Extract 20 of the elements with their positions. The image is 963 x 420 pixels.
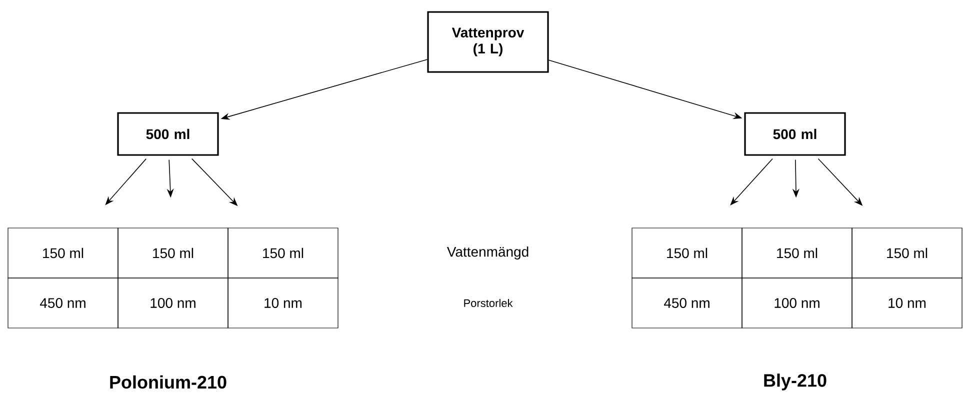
table-title: Bly-210 <box>764 374 826 390</box>
table-title: Polonium-210 <box>110 375 226 389</box>
row-label: Vattenmängd <box>446 246 528 260</box>
table-cell: 10 nm <box>852 278 962 328</box>
table-cell: 150 ml <box>742 228 852 278</box>
table-cell: 450 nm <box>632 278 742 328</box>
arrow <box>730 158 773 206</box>
sample-box: 500 ml <box>117 112 219 156</box>
table-cell: 150 ml <box>118 228 228 278</box>
table-cell: 150 ml <box>632 228 742 278</box>
table-cell: 150 ml <box>8 228 118 278</box>
sample-box: 500 ml <box>744 112 846 156</box>
row-label: Porstorlek <box>464 298 513 308</box>
table-cell: 100 nm <box>118 278 228 328</box>
sample-box: Vattenprov (1 L) <box>427 11 549 73</box>
table-cell: 150 ml <box>852 228 962 278</box>
table-cell: 10 nm <box>228 278 338 328</box>
table-cell: 100 nm <box>742 278 852 328</box>
table-cell: 450 nm <box>8 278 118 328</box>
table-cell: 150 ml <box>228 228 338 278</box>
